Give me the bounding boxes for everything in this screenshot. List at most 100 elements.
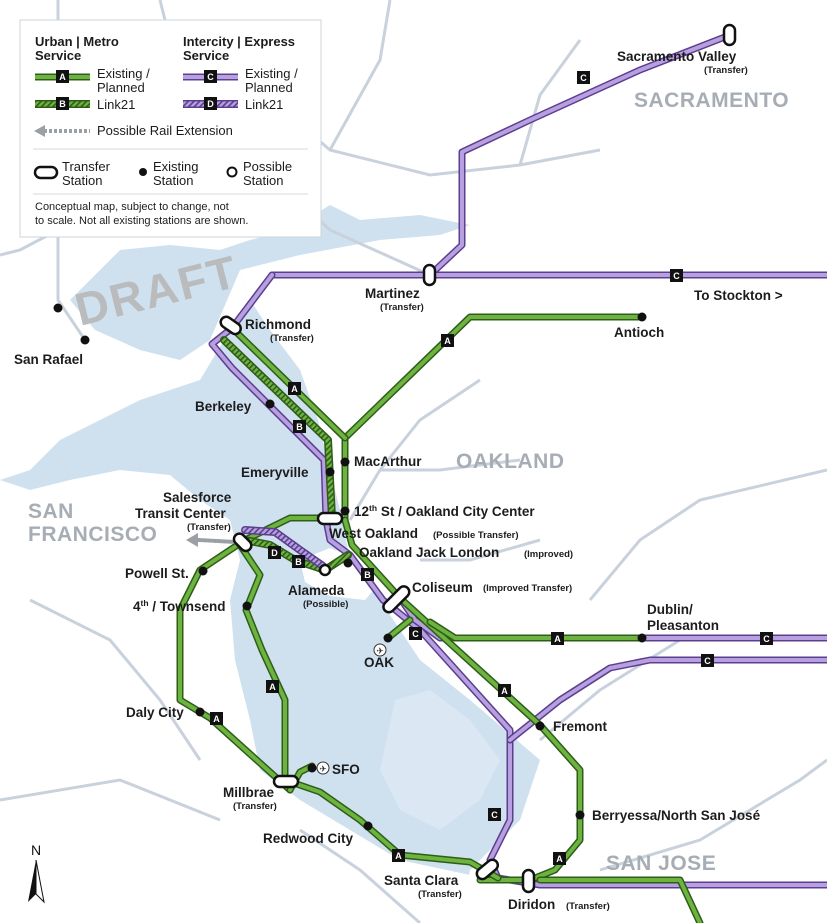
- station-dublin[interactable]: [637, 633, 647, 643]
- line-c-sacramento: [426, 31, 734, 279]
- label-sfo: SFO: [332, 762, 360, 777]
- station-san-rafael-2[interactable]: [53, 303, 63, 313]
- label-alameda: Alameda: [288, 583, 345, 598]
- badge-a-redwood: A: [392, 849, 405, 862]
- station-coliseum[interactable]: [381, 584, 411, 614]
- svg-text:A: A: [59, 72, 66, 82]
- legend-transfer-2: Station: [62, 173, 102, 188]
- station-santa-clara[interactable]: [475, 857, 500, 881]
- station-alameda[interactable]: [318, 563, 332, 577]
- legend-purple-link21: Link21: [245, 97, 283, 112]
- station-west-oakland[interactable]: [316, 511, 344, 526]
- station-4th-townsend[interactable]: [242, 601, 252, 611]
- svg-text:A: A: [213, 714, 220, 724]
- line-a-south: [341, 516, 584, 884]
- airplane-icon-oak: ✈: [373, 643, 387, 657]
- station-12th-st[interactable]: [340, 506, 350, 516]
- legend-intercity-heading-1: Intercity | Express: [183, 34, 295, 49]
- station-martinez[interactable]: [422, 263, 437, 287]
- station-redwood-city[interactable]: [363, 821, 373, 831]
- legend-purple-existing-2: Planned: [245, 80, 293, 95]
- svg-text:C: C: [673, 271, 680, 281]
- legend-green-existing-swatch: A: [35, 70, 90, 83]
- svg-text:B: B: [296, 422, 303, 432]
- legend-purple-existing-swatch: C: [183, 70, 238, 83]
- possible-extension-arrow: [186, 533, 198, 547]
- svg-text:✈: ✈: [319, 765, 327, 775]
- legend-extension-swatch: [34, 125, 90, 137]
- badge-a-antioch: A: [441, 334, 454, 347]
- legend-green-link21-swatch: B: [35, 97, 90, 110]
- badge-c-sacramento: C: [577, 71, 590, 84]
- station-daly-city[interactable]: [195, 707, 205, 717]
- svg-text:B: B: [364, 570, 371, 580]
- station-sfo[interactable]: [307, 763, 317, 773]
- badge-a-dublin: A: [551, 632, 564, 645]
- svg-text:A: A: [269, 682, 276, 692]
- line-a-oak-spur: [384, 616, 414, 642]
- label-daly-city: Daly City: [126, 705, 184, 720]
- svg-text:A: A: [556, 854, 563, 864]
- station-sacramento-valley[interactable]: [722, 23, 737, 47]
- label-richmond-sub: (Transfer): [270, 333, 314, 344]
- station-salesforce[interactable]: [232, 531, 254, 553]
- label-jack-london: Oakland Jack London: [359, 545, 499, 560]
- airplane-icon-sfo: ✈: [316, 761, 330, 775]
- possible-extension: [196, 538, 238, 544]
- legend-existing-2: Station: [153, 173, 193, 188]
- region-sacramento: SACRAMENTO: [634, 89, 789, 112]
- label-santa-clara-sub: (Transfer): [418, 889, 462, 900]
- label-coliseum: Coliseum: [412, 580, 473, 595]
- legend-urban-heading-1: Urban | Metro: [35, 34, 119, 49]
- label-12th-st: 12th St / Oakland City Center: [354, 503, 535, 519]
- station-macarthur[interactable]: [340, 457, 350, 467]
- badge-c-san-jose: C: [488, 808, 501, 821]
- station-oak[interactable]: [383, 633, 393, 643]
- station-antioch[interactable]: [637, 312, 647, 322]
- label-dublin-2: Pleasanton: [647, 618, 719, 633]
- label-dublin-1: Dublin/: [647, 602, 693, 617]
- badge-b-alameda: B: [292, 555, 305, 568]
- badge-b-berkeley: B: [293, 420, 306, 433]
- legend-green-link21: Link21: [97, 97, 135, 112]
- line-a-transbay: [176, 514, 334, 794]
- legend-existing-icon: [139, 168, 147, 176]
- legend-purple-existing-1: Existing /: [245, 66, 298, 81]
- land-peninsula: [0, 470, 470, 923]
- station-berkeley[interactable]: [265, 399, 275, 409]
- station-berryessa[interactable]: [575, 810, 585, 820]
- svg-text:A: A: [501, 686, 508, 696]
- station-millbrae[interactable]: [272, 774, 300, 789]
- badge-c-east: C: [701, 654, 714, 667]
- svg-text:A: A: [291, 384, 298, 394]
- station-fremont[interactable]: [535, 721, 545, 731]
- label-diridon-sub: (Transfer): [566, 901, 610, 912]
- legend-note-1: Conceptual map, subject to change, not: [35, 201, 229, 213]
- region-san-francisco-1: SAN: [28, 500, 74, 523]
- label-sacramento-valley: Sacramento Valley: [617, 49, 737, 64]
- legend-urban-heading-2: Service: [35, 48, 81, 63]
- label-to-stockton: To Stockton >: [694, 288, 783, 303]
- station-powell[interactable]: [198, 566, 208, 576]
- legend-note-2: to scale. Not all existing stations are …: [35, 215, 248, 227]
- region-san-jose: SAN JOSE: [606, 852, 716, 875]
- badge-a-peninsula-1: A: [266, 680, 279, 693]
- land-north-east: [240, 0, 827, 923]
- svg-text:C: C: [763, 634, 770, 644]
- legend-intercity-heading-2: Service: [183, 48, 229, 63]
- svg-text:D: D: [271, 548, 278, 558]
- svg-text:B: B: [59, 99, 66, 109]
- station-richmond[interactable]: [219, 315, 243, 337]
- label-redwood-city: Redwood City: [263, 831, 353, 846]
- station-emeryville[interactable]: [325, 467, 335, 477]
- label-antioch: Antioch: [614, 325, 664, 340]
- svg-text:C: C: [412, 629, 419, 639]
- station-san-rafael[interactable]: [80, 335, 90, 345]
- station-jack-london[interactable]: [343, 558, 353, 568]
- legend-transfer-icon: [33, 165, 59, 180]
- label-west-oakland: West Oakland: [329, 526, 418, 541]
- line-badges: C C A A B D B B C A C C A A A C A A: [210, 71, 773, 865]
- label-martinez: Martinez: [365, 286, 420, 301]
- station-diridon[interactable]: [521, 868, 536, 894]
- label-millbrae: Millbrae: [223, 785, 275, 800]
